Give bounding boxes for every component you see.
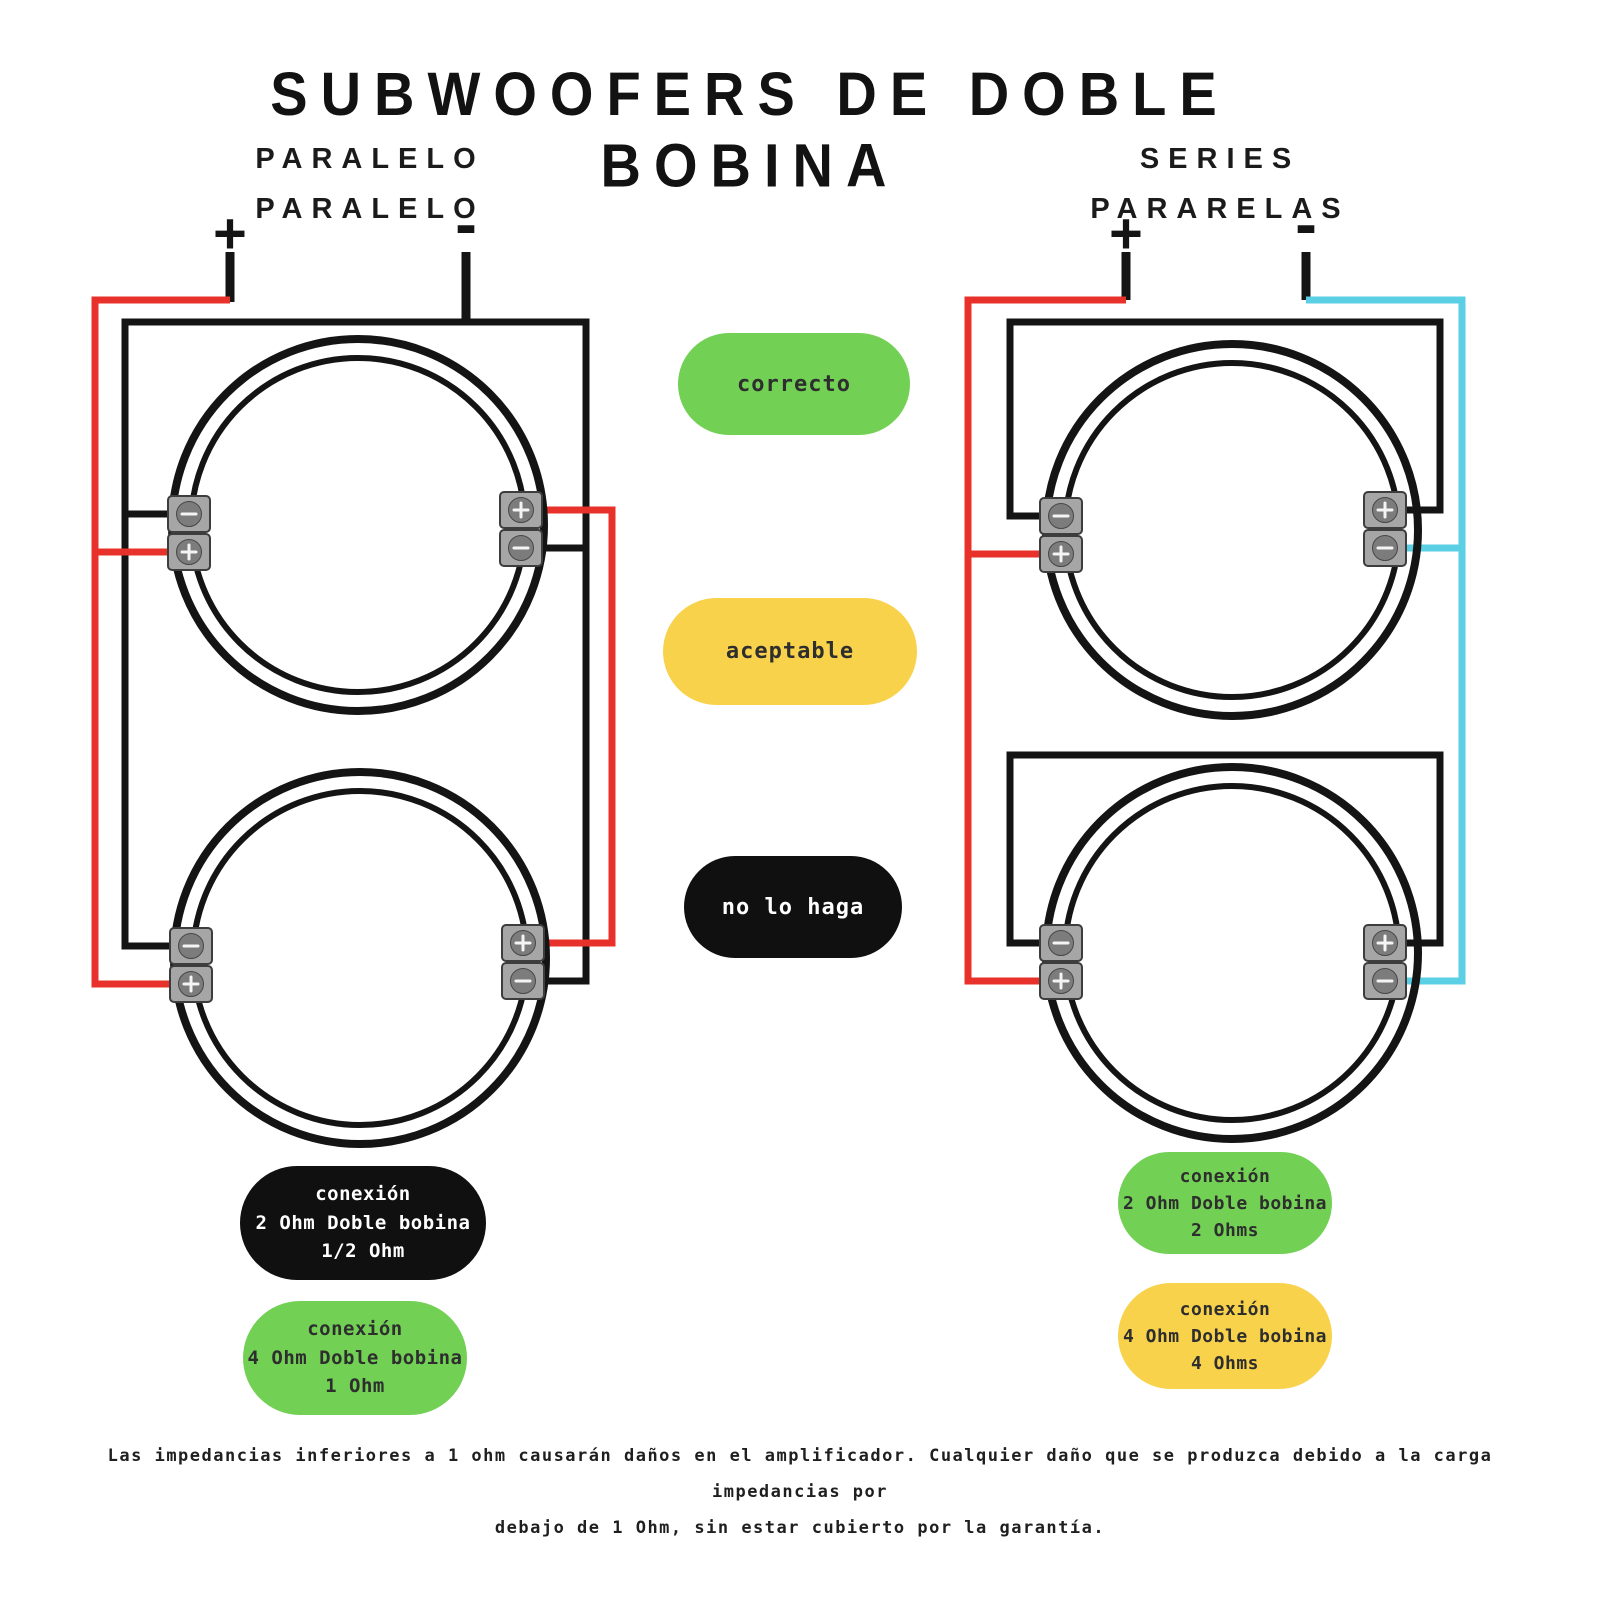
terminal-positive (168, 964, 214, 1004)
right-terminal-stubs (1121, 252, 1311, 300)
terminal-positive (1362, 923, 1408, 963)
legend-aceptable: aceptable (663, 598, 917, 705)
speaker-inner-ring (188, 355, 528, 695)
left-heading-line1: PARALELO (255, 143, 485, 175)
series-jumper-wire (1006, 318, 1444, 520)
connection-left-2ohm: conexión 2 Ohm Doble bobina 1/2 Ohm (240, 1166, 486, 1280)
positive-wire (91, 296, 230, 988)
left-positive-wires (91, 296, 616, 988)
left-negative-wires (121, 318, 590, 985)
terminal-positive (498, 490, 544, 530)
connection-line: conexión (1179, 1165, 1271, 1187)
terminal-negative (168, 926, 214, 966)
series-jumper-wire (1006, 751, 1444, 947)
terminal-positive (1362, 490, 1408, 530)
terminal-negative (1038, 496, 1084, 536)
terminal-positive (1038, 534, 1084, 574)
right-terminals (1038, 490, 1408, 1001)
speaker-inner-ring (1062, 783, 1402, 1123)
right-heading-line1: SERIES (1139, 143, 1301, 175)
left-column-heading: PARALELO PARALELO (240, 134, 500, 234)
page-title: SUBWOOFERS DE DOBLE BOBINA (270, 59, 1230, 200)
right-heading-line2: PARARELAS (1090, 193, 1350, 225)
left-negative-sign: - (449, 195, 483, 258)
speaker-outer-ring (1042, 763, 1422, 1143)
positive-wire (964, 296, 1126, 985)
right-column-heading: SERIES PARARELAS (1060, 134, 1380, 234)
connection-right-4ohm: conexión 4 Ohm Doble bobina 4 Ohms (1118, 1283, 1332, 1389)
speaker-bottom-right (1042, 763, 1422, 1143)
left-heading-line2: PARALELO (255, 193, 485, 225)
right-negative-sign: - (1289, 195, 1323, 258)
left-terminal-stubs (225, 252, 471, 322)
terminal-negative (498, 528, 544, 568)
right-series-jumpers (1006, 318, 1444, 947)
speaker-outer-ring (168, 335, 548, 715)
positive-wire (536, 506, 616, 947)
right-negative-wires (1306, 296, 1466, 985)
negative-wire (538, 548, 590, 985)
right-positive-wires (964, 296, 1126, 985)
left-terminals (166, 490, 546, 1004)
footer-line1: Las impedancias inferiores a 1 ohm causa… (107, 1446, 1493, 1502)
connection-line: 4 Ohm Doble bobina (1122, 1325, 1328, 1347)
speaker-top-left (168, 335, 548, 715)
speaker-top-right (1042, 340, 1422, 720)
left-diagram-group (91, 252, 616, 1148)
terminal-positive (166, 532, 212, 572)
legend-no-lo-haga-label: no lo haga (721, 894, 865, 920)
right-diagram-group (964, 252, 1466, 1143)
connection-line: conexión (1179, 1298, 1271, 1320)
connection-line: conexión (315, 1183, 411, 1206)
legend-correcto-label: correcto (737, 371, 851, 397)
negative-wire-cyan (1306, 296, 1466, 985)
connection-left-4ohm: conexión 4 Ohm Doble bobina 1 Ohm (243, 1301, 467, 1415)
speaker-bottom-left (170, 768, 550, 1148)
connection-line: 1/2 Ohm (321, 1240, 405, 1263)
connection-line: 2 Ohms (1190, 1219, 1260, 1241)
legend-no-lo-haga: no lo haga (684, 856, 902, 958)
speaker-outer-ring (1042, 340, 1422, 720)
left-positive-sign: + (213, 201, 247, 264)
footer-line2: debajo de 1 Ohm, sin estar cubierto por … (494, 1518, 1106, 1538)
connection-line: conexión (307, 1318, 403, 1341)
terminal-negative (1038, 923, 1084, 963)
legend-correcto: correcto (678, 333, 910, 435)
terminal-positive (500, 923, 546, 963)
connection-line: 1 Ohm (325, 1375, 385, 1398)
right-positive-sign: + (1109, 201, 1143, 264)
footer-warning: Las impedancias inferiores a 1 ohm causa… (90, 1438, 1510, 1546)
legend-aceptable-label: aceptable (725, 639, 855, 664)
speaker-outer-ring (170, 768, 550, 1148)
terminal-positive (1038, 961, 1084, 1001)
connection-right-2ohm: conexión 2 Ohm Doble bobina 2 Ohms (1118, 1152, 1332, 1254)
connection-line: 4 Ohms (1190, 1352, 1260, 1374)
terminal-negative (500, 961, 546, 1001)
terminal-negative (1362, 528, 1408, 568)
terminal-negative (1362, 961, 1408, 1001)
connection-line: 2 Ohm Doble bobina (255, 1211, 471, 1234)
connection-line: 4 Ohm Doble bobina (247, 1346, 463, 1369)
speaker-inner-ring (190, 788, 530, 1128)
negative-wire (121, 514, 176, 950)
terminal-negative (166, 494, 212, 534)
speaker-inner-ring (1062, 360, 1402, 700)
negative-wire (121, 318, 590, 552)
connection-line: 2 Ohm Doble bobina (1122, 1192, 1328, 1214)
